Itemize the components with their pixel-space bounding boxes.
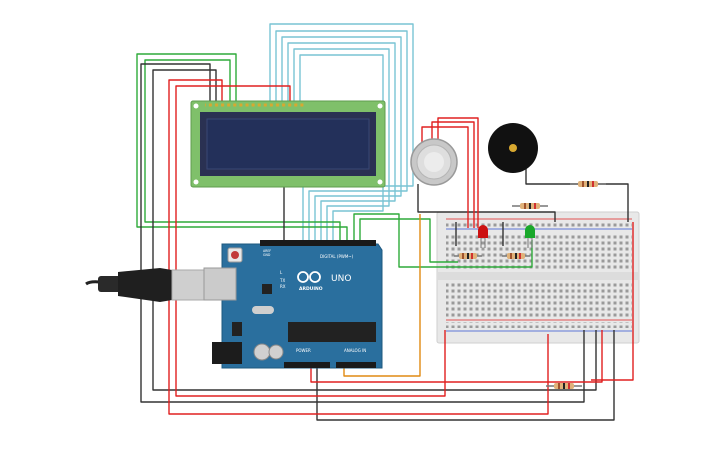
- wire-red-sensor-2: [431, 121, 475, 228]
- power-jack: [212, 342, 242, 364]
- lcd-mount-hole: [377, 179, 383, 185]
- power-header-label: POWER: [296, 348, 311, 353]
- wire-black-sensor: [417, 184, 556, 222]
- digital-header-label: DIGITAL (PWM~): [320, 254, 354, 259]
- piezo-buzzer[interactable]: [488, 123, 538, 173]
- wire-red-sensor-3: [437, 117, 479, 228]
- pin-gnd-label: GND: [263, 253, 271, 257]
- wire-lcd-d2: [275, 30, 408, 240]
- wire-red-sensor-1: [421, 126, 469, 228]
- resistor: [570, 181, 606, 187]
- wire-lcd-d1: [269, 23, 414, 240]
- lcd-mount-hole: [193, 179, 199, 185]
- resistor: [502, 253, 530, 259]
- lcd-pin-header: [205, 103, 305, 109]
- buzzer-center: [509, 144, 517, 152]
- wire-orange-analog: [343, 214, 421, 377]
- analog-header-label: ANALOG IN: [344, 348, 366, 353]
- atmega-chip: [288, 322, 376, 342]
- resistor: [546, 383, 582, 389]
- regulator: [232, 322, 242, 336]
- breadboard: [436, 211, 640, 344]
- wires: [136, 23, 634, 421]
- red-led[interactable]: [478, 225, 488, 248]
- pin-tx-label: TX: [279, 278, 285, 283]
- crystal: [252, 306, 274, 314]
- arduino-logo-label: ARDUINO: [299, 286, 323, 292]
- wire-green-led: [353, 213, 533, 268]
- wire-red-5v: [310, 330, 603, 383]
- resistors: [454, 181, 606, 389]
- wire-red-rail-right: [591, 222, 634, 381]
- resistor: [512, 203, 548, 209]
- analog-header-pins: [336, 362, 376, 368]
- wire-lcd-d4: [287, 42, 396, 240]
- capacitor: [253, 343, 271, 361]
- arduino-logo-icon: [297, 271, 321, 283]
- digital-header: [260, 240, 376, 246]
- resistor: [454, 253, 482, 259]
- lcd-16x2[interactable]: [190, 100, 386, 188]
- usb-cable: [85, 268, 207, 302]
- pin-aref-label: AREF: [263, 249, 271, 253]
- lcd-mount-hole: [193, 103, 199, 109]
- power-header-pins: [284, 362, 330, 368]
- arduino-brand-label: UNO: [331, 274, 351, 284]
- usb-port: [203, 267, 237, 301]
- wire-green-sensor: [359, 218, 458, 263]
- lcd-screen: [206, 118, 370, 170]
- green-led[interactable]: [525, 225, 535, 248]
- wire-lcd-d5: [293, 48, 390, 240]
- wire-black-board-gnd: [316, 330, 615, 421]
- wire-red-lcd-2: [175, 85, 446, 397]
- wire-green-lcd-loop: [136, 53, 348, 240]
- wire-green-lcd-loop2: [144, 59, 341, 240]
- wire-lcd-d3: [281, 36, 402, 240]
- capacitor: [268, 344, 284, 360]
- pin-l-label: L: [280, 270, 283, 275]
- arduino-uno[interactable]: UNO ARDUINO DIGITAL (PWM~) POWER ANALOG …: [203, 240, 383, 369]
- pin-rx-label: RX: [280, 284, 286, 289]
- usb-chip: [262, 284, 272, 294]
- gas-sensor[interactable]: [410, 138, 458, 186]
- lcd-mount-hole: [377, 103, 383, 109]
- wire-red-lcd-vcc: [168, 79, 549, 415]
